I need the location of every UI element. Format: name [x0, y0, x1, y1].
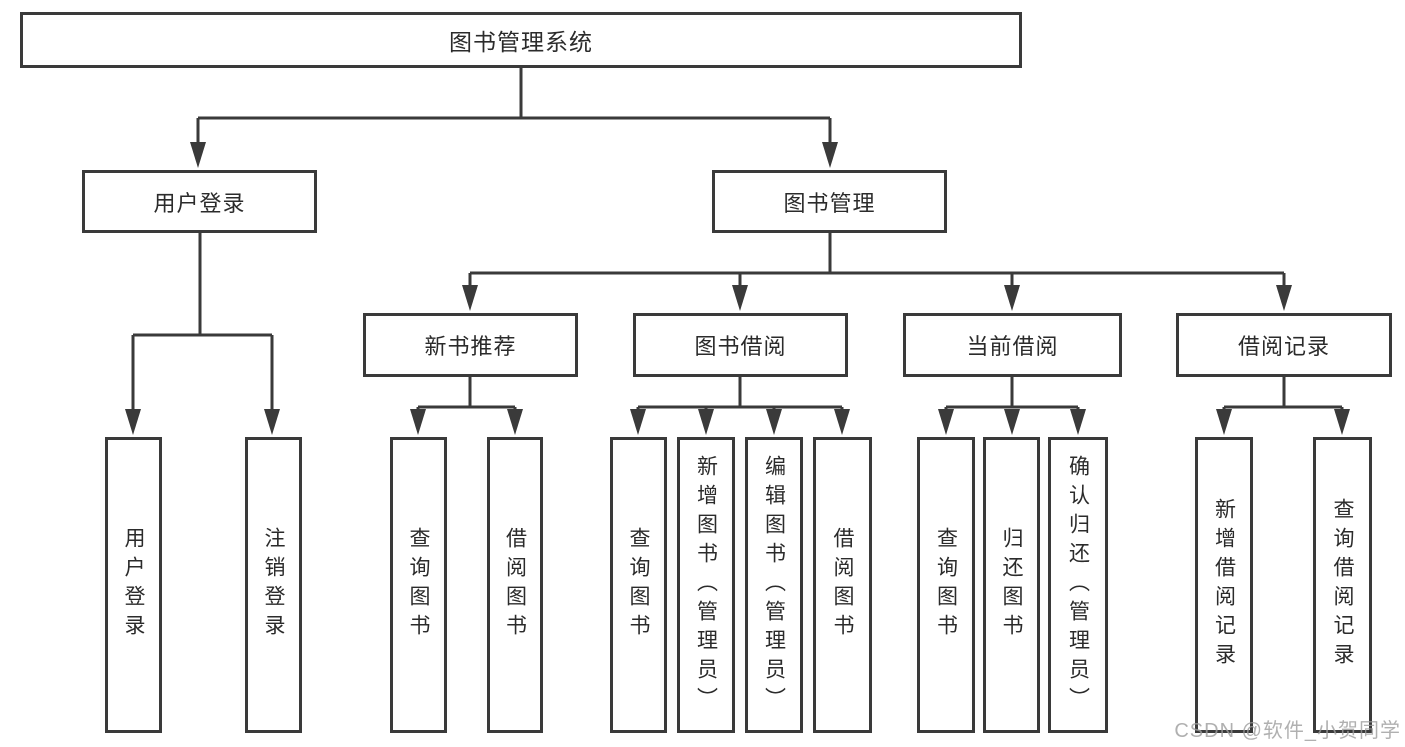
connector-book-borrow-branch: [636, 377, 844, 412]
node-borrowing-records: 借阅记录: [1176, 313, 1392, 377]
leaf-borrow-books-borrowing: 借阅图书: [813, 437, 872, 733]
connector-root-branch: [196, 68, 832, 146]
node-new-book-recommendation: 新书推荐: [363, 313, 578, 377]
arrow-down-icon: [630, 409, 646, 435]
leaf-add-book-admin: 新增图书（管理员）: [677, 437, 735, 733]
connector-current-borrow-branch: [944, 377, 1080, 412]
arrow-down-icon: [766, 409, 782, 435]
arrow-down-icon: [264, 409, 280, 435]
leaf-logout: 注销登录: [245, 437, 302, 733]
node-current-borrowing: 当前借阅: [903, 313, 1122, 377]
arrow-down-icon: [125, 409, 141, 435]
node-label: 新增借阅记录: [1212, 498, 1236, 672]
node-label: 查询借阅记录: [1331, 498, 1354, 672]
node-user-login: 用户登录: [82, 170, 317, 233]
leaf-add-borrow-record: 新增借阅记录: [1195, 437, 1253, 733]
connector-borrow-record-branch: [1222, 377, 1344, 412]
node-label: 归还图书: [1000, 527, 1023, 643]
connector-book-management-branch: [468, 233, 1286, 288]
arrow-down-icon: [1276, 285, 1292, 311]
arrow-down-icon: [1004, 285, 1020, 311]
node-label: 当前借阅: [966, 334, 1059, 359]
arrow-down-icon: [834, 409, 850, 435]
arrow-down-icon: [698, 409, 714, 435]
node-label: 借阅图书: [503, 527, 527, 643]
node-label: 图书借阅: [694, 334, 787, 359]
node-label: 用户登录: [122, 527, 145, 643]
arrow-down-icon: [410, 409, 426, 435]
arrow-down-icon: [732, 285, 748, 311]
connector-new-book-branch: [416, 377, 517, 412]
arrow-down-icon: [462, 285, 478, 311]
node-label: 注销登录: [262, 527, 285, 643]
leaf-user-login: 用户登录: [105, 437, 162, 733]
arrow-down-icon: [1216, 409, 1232, 435]
leaf-confirm-return-admin: 确认归还（管理员）: [1048, 437, 1108, 733]
node-label: 新书推荐: [424, 334, 517, 359]
arrow-down-icon: [1004, 409, 1020, 435]
arrow-down-icon: [1334, 409, 1350, 435]
leaf-query-books-recommend: 查询图书: [390, 437, 447, 733]
node-label: 用户登录: [153, 190, 246, 216]
node-label: 查询图书: [407, 527, 430, 643]
leaf-return-book: 归还图书: [983, 437, 1040, 733]
node-label: 确认归还（管理员）: [1066, 454, 1090, 716]
node-label: 借阅记录: [1237, 334, 1330, 359]
node-label: 查询图书: [934, 527, 958, 643]
leaf-edit-book-admin: 编辑图书（管理员）: [745, 437, 803, 733]
node-book-borrowing: 图书借阅: [633, 313, 848, 377]
node-label: 借阅图书: [831, 527, 854, 643]
node-label: 图书管理系统: [449, 29, 593, 55]
node-library-management-system: 图书管理系统: [20, 12, 1022, 68]
node-book-management: 图书管理: [712, 170, 947, 233]
node-label: 编辑图书（管理员）: [762, 454, 786, 716]
arrow-down-icon: [1070, 409, 1086, 435]
leaf-query-books-borrowing: 查询图书: [610, 437, 667, 733]
arrow-down-icon: [507, 409, 523, 435]
arrow-down-icon: [822, 142, 838, 168]
arrow-down-icon: [938, 409, 954, 435]
arrowheads: [125, 142, 1350, 435]
csdn-watermark: CSDN @软件_小贺同学: [1174, 720, 1401, 742]
connector-user-login-branch: [131, 233, 274, 412]
node-label: 图书管理: [783, 190, 876, 216]
node-label: 新增图书（管理员）: [694, 454, 718, 716]
node-label: 查询图书: [627, 527, 650, 643]
leaf-borrow-books-recommend: 借阅图书: [487, 437, 543, 733]
leaf-query-borrow-record: 查询借阅记录: [1313, 437, 1372, 733]
leaf-query-books-current: 查询图书: [917, 437, 975, 733]
arrow-down-icon: [190, 142, 206, 168]
